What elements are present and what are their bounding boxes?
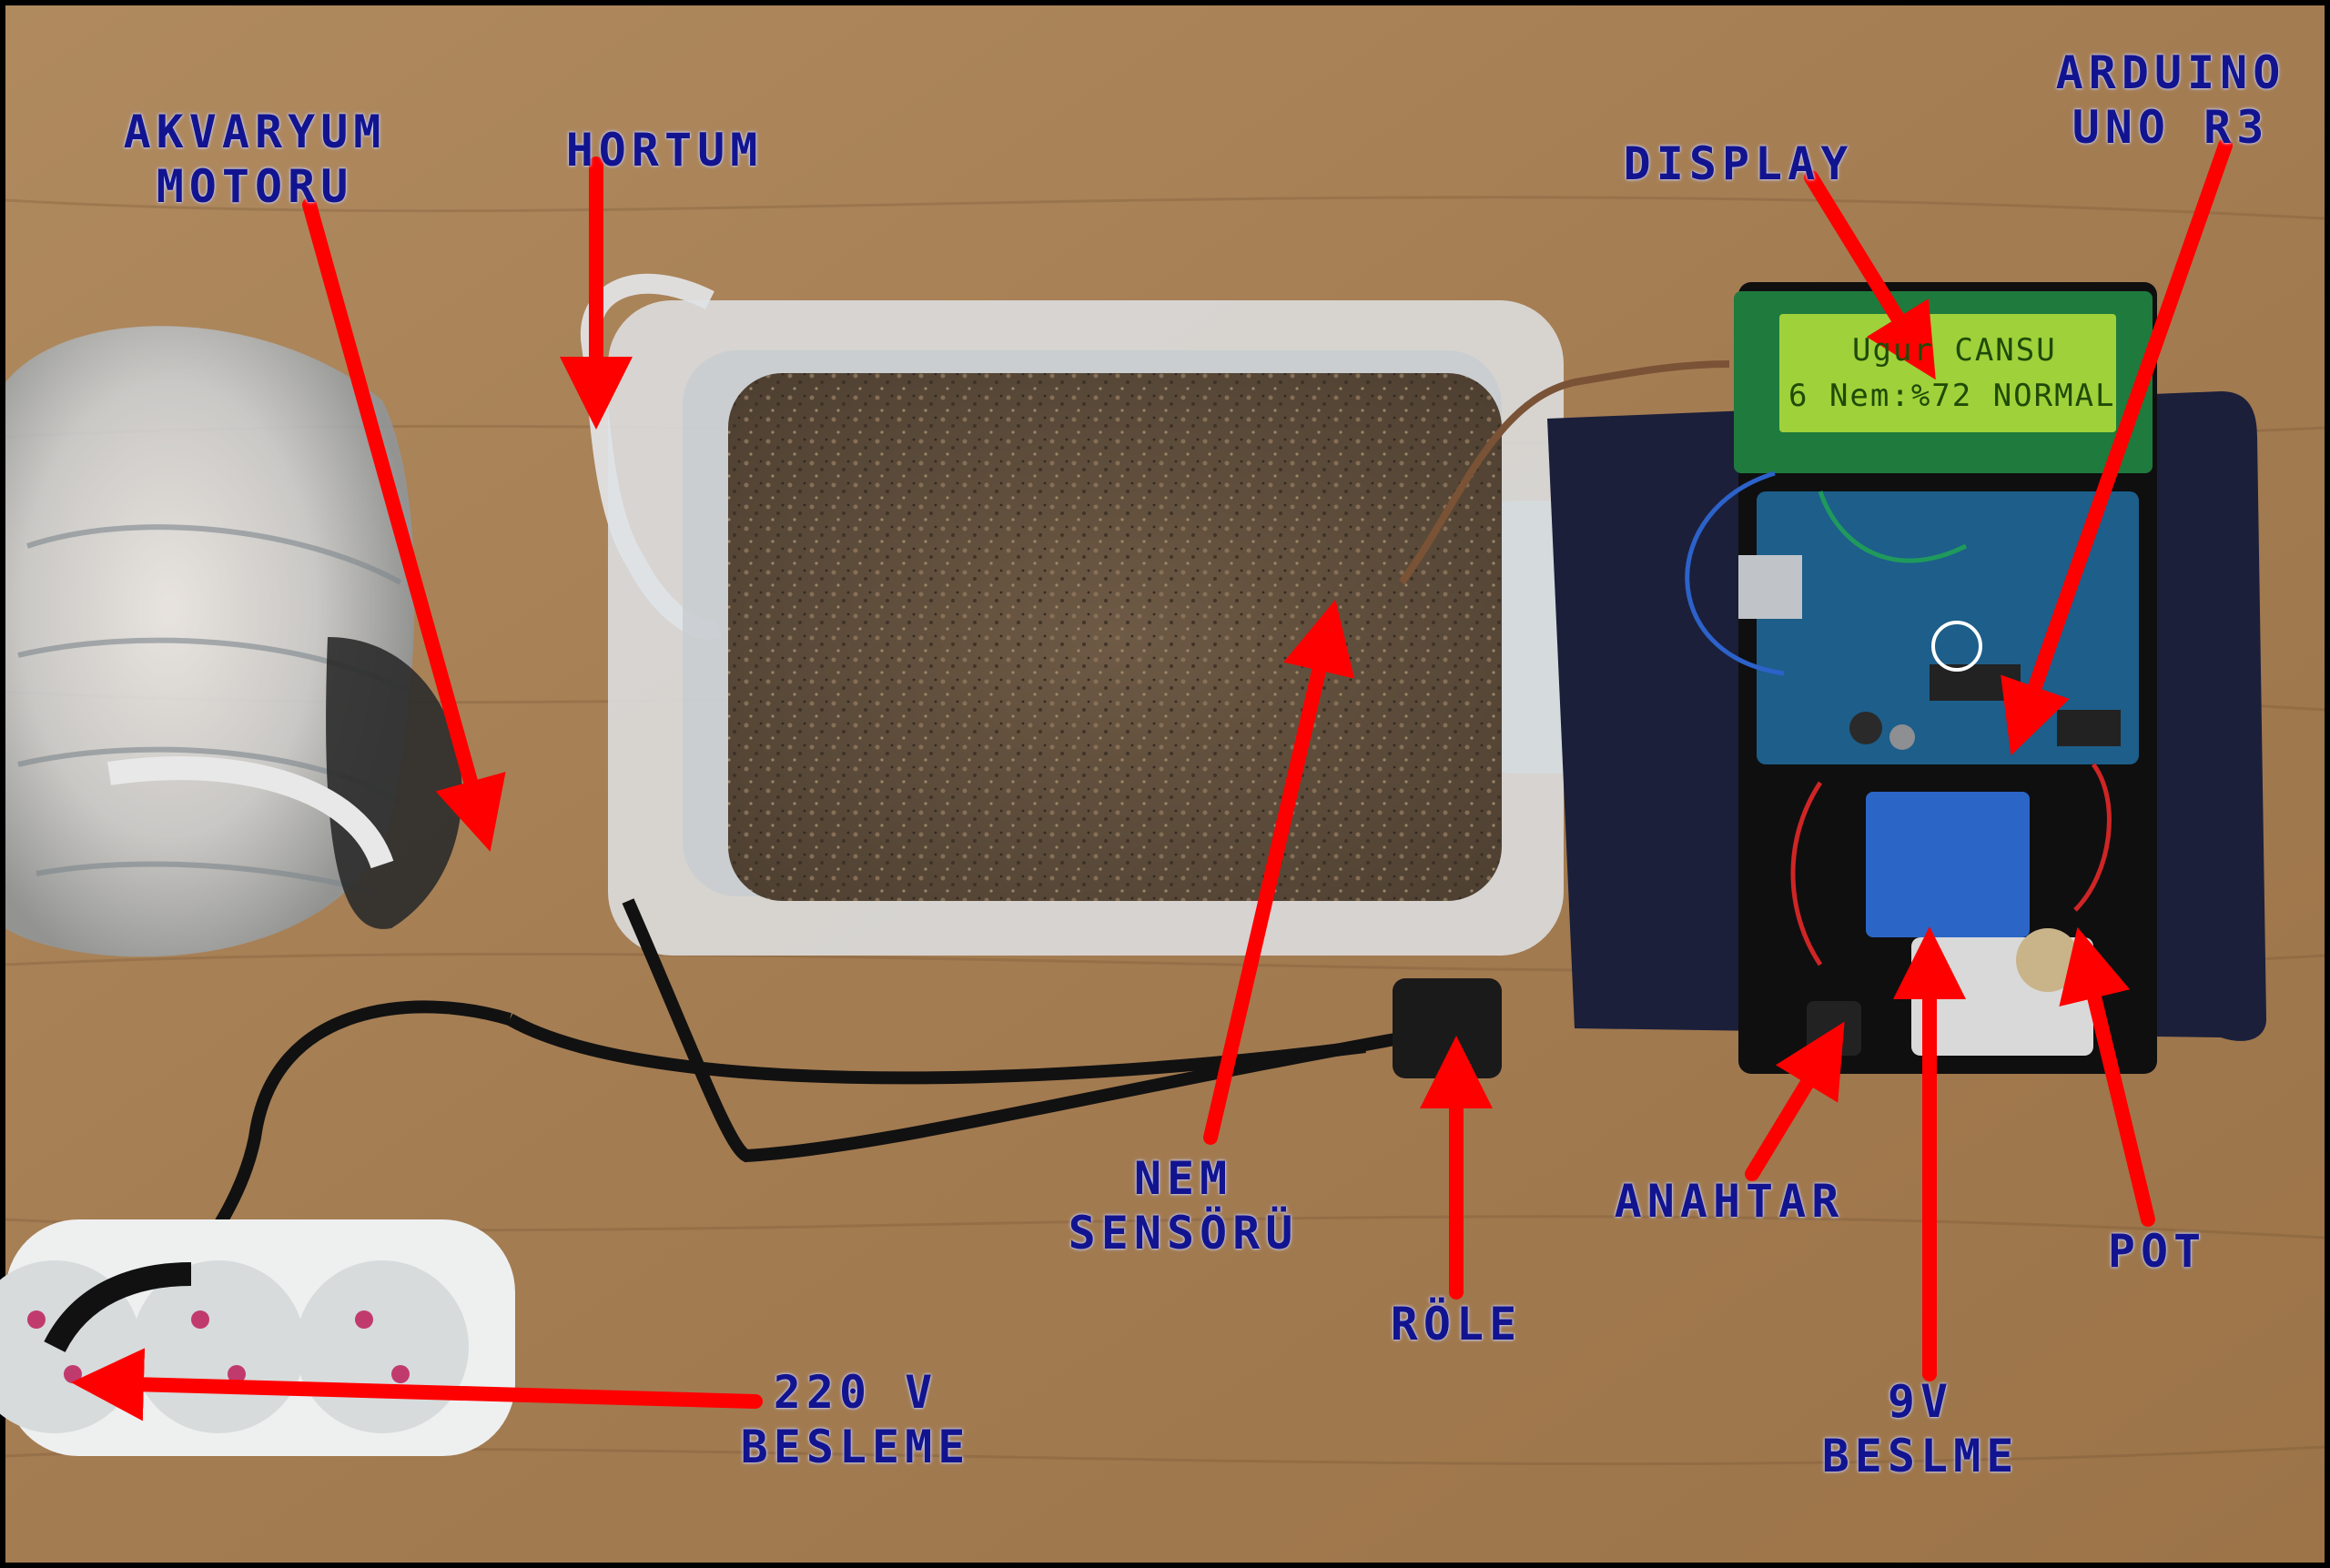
label-display: DISPLAY	[1623, 137, 1854, 190]
power-strip	[0, 1219, 515, 1456]
lcd-module	[1734, 291, 2153, 473]
label-9v-line-2: BESLME	[1821, 1430, 2020, 1482]
label-anahtar: ANAHTAR	[1614, 1175, 1845, 1228]
label-role: RÖLE	[1390, 1298, 1523, 1351]
label-nem-line-1: NEM	[1133, 1152, 1233, 1205]
arrow-nem-sensoru	[1203, 599, 1355, 1145]
lcd-line-1: Ugur CANSU	[1852, 332, 2057, 369]
arduino-board	[1738, 491, 2139, 764]
label-akvaryum-line-2: MOTORU	[156, 160, 354, 213]
water-bottle	[5, 326, 462, 957]
label-9v-besleme: 9V BESLME	[1775, 1374, 2066, 1483]
arrow-pot	[2059, 926, 2155, 1227]
arrow-display	[1804, 170, 1936, 380]
relay-plug	[1393, 978, 1502, 1078]
arrow-anahtar	[1745, 1021, 1845, 1181]
label-hortum: HORTUM	[565, 124, 764, 177]
label-arduino-uno-r3: ARDUINO UNO R3	[2030, 46, 2312, 155]
arrow-220v-besleme	[71, 1348, 763, 1421]
label-220v-line-1: 220 V	[773, 1366, 938, 1419]
label-nem-line-2: SENSÖRÜ	[1068, 1207, 1299, 1259]
annotation-arrows	[71, 138, 2233, 1421]
label-9v-line-1: 9V	[1887, 1375, 1954, 1428]
lcd-line-2: 6 Nem:%72 NORMAL	[1788, 378, 2116, 414]
label-arduino-line-2: UNO R3	[2072, 101, 2270, 154]
potentiometer	[2016, 928, 2080, 992]
arrow-arduino	[2001, 138, 2233, 756]
label-arduino-line-1: ARDUINO	[2055, 46, 2286, 99]
sensor-wire	[1398, 360, 1730, 585]
label-nem-sensoru: NEM SENSÖRÜ	[1038, 1151, 1329, 1260]
label-220v-besleme: 220 V BESLEME	[701, 1365, 1010, 1474]
jumper-wires	[1685, 470, 2112, 966]
label-pot: POT	[2107, 1225, 2207, 1278]
arrow-akvaryum-motoru	[302, 197, 506, 852]
plant-box	[608, 300, 1593, 956]
label-akvaryum-motoru: AKVARYUM MOTORU	[73, 105, 437, 214]
relay-module	[1866, 792, 2030, 937]
label-220v-line-2: BESLEME	[740, 1421, 971, 1473]
label-akvaryum-line-1: AKVARYUM	[123, 106, 387, 158]
